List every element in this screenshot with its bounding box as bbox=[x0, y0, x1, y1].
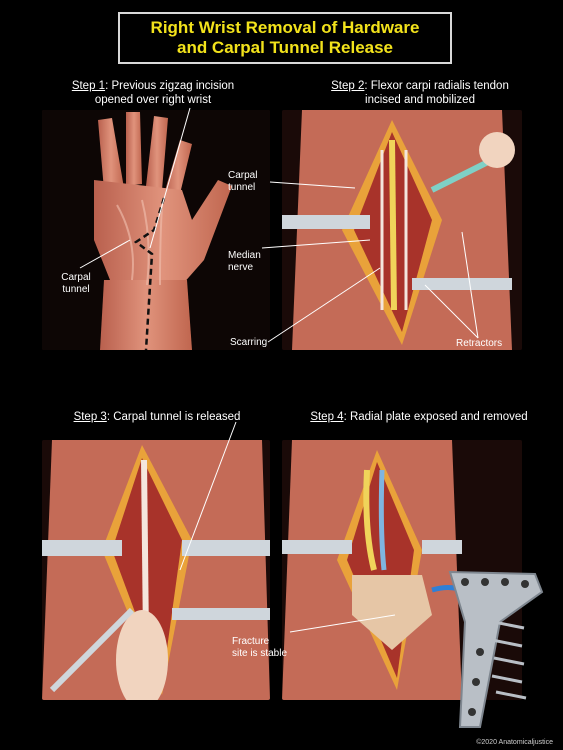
step-2-text-2: incised and mobilized bbox=[365, 94, 475, 106]
label-median-nerve-l1: Median bbox=[228, 250, 261, 261]
panel-step-2 bbox=[282, 110, 522, 350]
step-2-text-1: : Flexor carpi radialis tendon bbox=[364, 80, 509, 92]
step-1-heading: Step 1: Previous zigzag incision opened … bbox=[48, 79, 258, 107]
label-carpal-tunnel-2: Carpal tunnel bbox=[228, 170, 257, 194]
label-fracture-site-l1: Fracture bbox=[232, 636, 270, 647]
title-box: Right Wrist Removal of Hardware and Carp… bbox=[118, 12, 452, 64]
exposure-illustration-2 bbox=[282, 110, 522, 350]
screws bbox=[491, 620, 527, 700]
label-fracture-site-l2: site is stable bbox=[232, 648, 288, 659]
title-line-2: and Carpal Tunnel Release bbox=[176, 38, 394, 57]
label-retractors: Retractors bbox=[456, 338, 503, 349]
label-median-nerve: Median nerve bbox=[228, 250, 261, 274]
copyright-credit: ©2020 Anatomicaljustice bbox=[476, 739, 553, 746]
step-4-heading: Step 4: Radial plate exposed and removed bbox=[288, 410, 550, 424]
exposure-illustration-3 bbox=[42, 440, 270, 700]
label-median-nerve-l2: nerve bbox=[228, 262, 254, 273]
label-scarring: Scarring bbox=[230, 337, 268, 348]
label-carpal-tunnel-1-l2: tunnel bbox=[62, 284, 90, 295]
panel-step-1 bbox=[42, 110, 270, 350]
step-1-text-1: : Previous zigzag incision bbox=[105, 80, 235, 92]
label-carpal-tunnel-2-l1: Carpal bbox=[228, 170, 258, 181]
label-carpal-tunnel-2-l2: tunnel bbox=[228, 182, 256, 193]
step-4-label: Step 4 bbox=[310, 411, 344, 423]
step-1-label: Step 1 bbox=[71, 80, 106, 92]
panel-step-3 bbox=[42, 440, 270, 700]
label-carpal-tunnel-1-l1: Carpal bbox=[61, 272, 91, 283]
hand-illustration bbox=[42, 110, 270, 350]
step-2-heading: Step 2: Flexor carpi radialis tendon inc… bbox=[300, 79, 540, 107]
step-3-text-1: : Carpal tunnel is released bbox=[106, 411, 241, 423]
step-3-label: Step 3 bbox=[73, 411, 107, 423]
step-2-label: Step 2 bbox=[331, 80, 365, 92]
label-carpal-tunnel-1: Carpal tunnel bbox=[56, 272, 96, 296]
radial-plate bbox=[448, 570, 544, 728]
step-1-text-2: opened over right wrist bbox=[94, 94, 212, 106]
title-line-1: Right Wrist Removal of Hardware bbox=[150, 18, 420, 37]
step-4-text-1: : Radial plate exposed and removed bbox=[343, 411, 528, 423]
label-fracture-site: Fracture site is stable bbox=[232, 636, 287, 660]
step-3-heading: Step 3: Carpal tunnel is released bbox=[52, 410, 262, 424]
